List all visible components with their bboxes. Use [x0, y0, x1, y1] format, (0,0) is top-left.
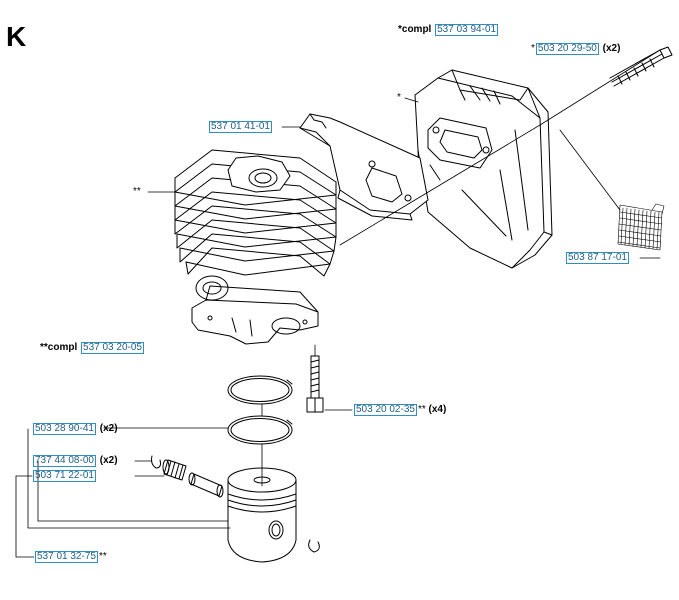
needle-bearing-illustration [162, 459, 187, 481]
section-letter: K [6, 21, 27, 52]
part-number-piston-kit[interactable]: 537 01 32-75 [35, 551, 98, 563]
label-cylinder-compl: **compl 537 03 20-05 [40, 342, 145, 354]
part-number-needle-bearing[interactable]: 503 71 22-01 [33, 470, 96, 482]
label-needle-bearing: 503 71 22-01 [32, 470, 97, 482]
label-cylinder-bolt: 503 20 02-35** (x4) [353, 404, 446, 416]
label-screen: 503 87 17-01 [565, 252, 630, 264]
label-muffler-compl: *compl 537 03 94-01 [398, 24, 499, 36]
wrist-pin-illustration [188, 472, 224, 498]
label-cylinder-star: ** [133, 186, 141, 197]
piston-illustration [227, 467, 297, 563]
leader-bolt-path [539, 49, 661, 126]
label-muffler-bolt-prefix: * [531, 43, 535, 54]
label-circlip-qty: (x2) [99, 455, 118, 466]
cylinder-bolt-illustration [306, 355, 324, 413]
cylinder-illustration [174, 149, 337, 345]
label-cylinder-compl-prefix: **compl [40, 342, 78, 353]
leader-ring-bracket [27, 428, 231, 529]
muffler-bolt-illustration [609, 46, 673, 87]
part-number-cylinder-compl[interactable]: 537 03 20-05 [81, 342, 144, 354]
part-number-screen[interactable]: 503 87 17-01 [566, 252, 629, 264]
gasket-bracket-illustration [299, 113, 429, 221]
part-number-piston-ring[interactable]: 503 28 90-41 [33, 423, 96, 435]
label-cylinder-bolt-suffix: ** [417, 404, 426, 415]
label-piston-kit-suffix: ** [98, 551, 107, 562]
piston-rings-illustration [227, 375, 293, 445]
muffler-illustration [414, 69, 553, 269]
part-number-circlip[interactable]: 737 44 08-00 [33, 455, 96, 467]
spark-screen-illustration [617, 203, 665, 251]
part-number-muffler-bolt[interactable]: 503 20 29-50 [535, 43, 599, 55]
label-muffler-bolt-qty: (x2) [602, 43, 621, 54]
label-circlip: 737 44 08-00 (x2) [32, 455, 118, 467]
label-piston-kit: 537 01 32-75** [34, 551, 107, 563]
leader-screen-path [559, 129, 621, 211]
circlip-left-illustration [151, 455, 161, 469]
leader-piston-kit [15, 475, 35, 558]
part-number-cylinder-bolt[interactable]: 503 20 02-35 [354, 404, 417, 416]
label-piston-ring: 503 28 90-41 (x2) [32, 423, 118, 435]
leader-muffler [404, 97, 419, 103]
label-muffler-bolt: *503 20 29-50 (x2) [531, 43, 620, 55]
label-muffler-compl-prefix: *compl [398, 24, 432, 35]
label-cylinder-bolt-qty: (x4) [428, 404, 447, 415]
label-piston-ring-qty: (x2) [99, 423, 118, 434]
circlip-right-illustration [308, 539, 320, 553]
leader-bolt-path-2 [339, 124, 541, 246]
label-muffler-star: * [397, 92, 401, 103]
part-number-muffler-compl[interactable]: 537 03 94-01 [435, 24, 499, 36]
part-number-gasket-bracket[interactable]: 537 01 41-01 [209, 121, 272, 133]
label-gasket-bracket: 537 01 41-01 [208, 121, 273, 133]
